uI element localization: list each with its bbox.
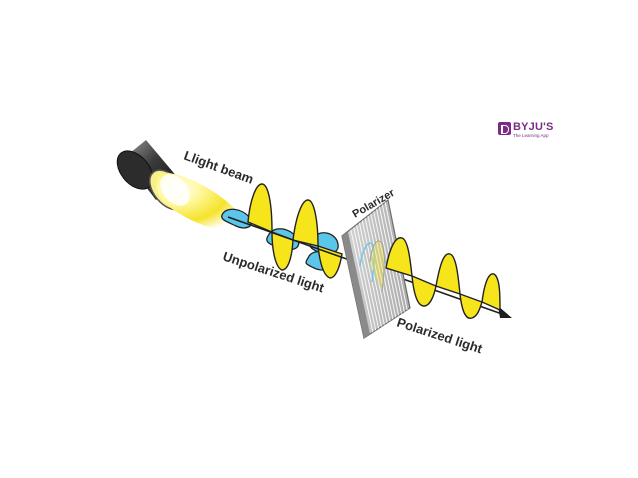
polarizer-grating-line — [350, 229, 374, 333]
byjus-logo: BYJU'S The Learning App — [498, 121, 570, 143]
polarizer-grating-line — [370, 213, 394, 320]
polarizer-grating-line — [373, 211, 397, 318]
logo-name: BYJU'S — [513, 121, 554, 133]
polarizer-grating-line — [364, 218, 388, 323]
polarizer-grating-line — [353, 227, 377, 331]
vertical-wave-polarized — [385, 237, 501, 319]
axis-arrowhead — [498, 306, 512, 318]
polarized-light-label: Polarized light — [395, 315, 485, 357]
polarizer-grating-line — [367, 215, 391, 322]
polarizer-grating-line — [356, 225, 380, 329]
byjus-logo-mark-icon — [498, 122, 511, 135]
polarizer-grating-line — [358, 222, 382, 327]
logo-tagline: The Learning App — [513, 133, 549, 138]
vertical-wave-unpolarized — [247, 183, 343, 279]
polarizer-panel — [341, 198, 411, 339]
